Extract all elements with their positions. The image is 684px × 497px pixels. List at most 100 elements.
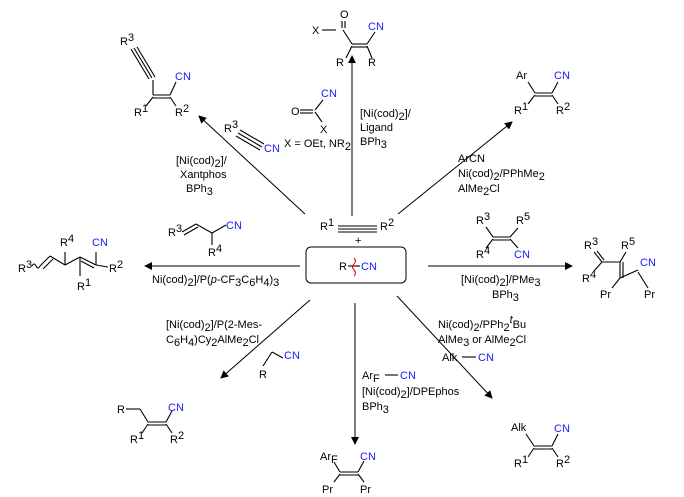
r-product-r5: R5 <box>621 236 635 252</box>
reagent-top: CN O X X = OEt, NR2 <box>284 88 351 153</box>
b-product-pr1: Pr <box>322 484 333 496</box>
r-reagent-r5: R5 <box>516 211 530 227</box>
arrow-bottom-right <box>396 295 493 399</box>
top-product-cn: CN <box>368 21 384 33</box>
cleavage-wavy-line <box>352 257 356 277</box>
top-reagent-cn: CN <box>321 88 337 100</box>
top-catalyst-line2: Ligand <box>360 122 393 134</box>
br-reagent-cn: CN <box>478 352 494 364</box>
r-catalyst-line1: [Ni(cod)2]/PMe3 <box>461 274 541 289</box>
br-reagent-alk: Alk <box>442 352 458 364</box>
tr-product-r1: R1 <box>514 101 528 117</box>
tr-product-cn: CN <box>554 70 570 82</box>
product-bottom-left: R CN R1 R2 <box>117 402 184 446</box>
reagent-top-left: R3 CN <box>224 119 280 155</box>
reagent-left: R3 CN R4 <box>168 220 242 259</box>
tl-product-r3: R3 <box>120 32 134 48</box>
b-product-pr2: Pr <box>360 484 371 496</box>
br-product-r2: R2 <box>556 454 570 470</box>
r-product-r4: R4 <box>582 269 596 285</box>
l-reagent-r3: R3 <box>168 223 182 239</box>
arrow-top-left <box>198 115 306 215</box>
top-product-r2: R <box>368 57 376 69</box>
bl-catalyst-line2: C6H4)Cy2AlMe2Cl <box>166 334 259 349</box>
br-product-r1: R1 <box>514 454 528 470</box>
tl-product-cn: CN <box>175 71 191 83</box>
arrow-bottom-left <box>220 299 311 379</box>
r-product-cn: CN <box>640 257 656 269</box>
b-product-ar: ArF <box>320 451 338 466</box>
b-product-cn: CN <box>360 451 376 463</box>
l-product-r1: R1 <box>77 277 91 293</box>
tl-catalyst-line1: [Ni(cod)2]/ <box>176 155 228 170</box>
nitrile-box <box>305 246 407 284</box>
bl-reagent-r: R <box>259 369 267 381</box>
tl-product-r1: R1 <box>134 103 148 119</box>
arrow-top-right <box>397 121 513 215</box>
tl-reagent-cn: CN <box>264 143 280 155</box>
tl-reagent-r3: R3 <box>224 119 238 135</box>
b-catalyst-line2: BPh3 <box>362 401 389 416</box>
reagent-bottom: ArF CN <box>362 370 416 385</box>
r-catalyst-line2: BPh3 <box>492 289 519 304</box>
l-product-cn: CN <box>92 237 108 249</box>
l-reagent-cn: CN <box>226 220 242 232</box>
l-reagent-r4: R4 <box>208 243 222 259</box>
tr-product-r2: R2 <box>556 101 570 117</box>
r-reagent-r4: R4 <box>476 245 490 261</box>
product-top: X O CN R R <box>312 9 384 69</box>
r-reagent-cn: CN <box>514 249 530 261</box>
bl-product-r2: R2 <box>170 430 184 446</box>
l-catalyst: Ni(cod)2]/P(p-CF3C6H4)3 <box>152 274 279 289</box>
center-plus: + <box>355 235 361 247</box>
top-reagent-condition: X = OEt, NR2 <box>284 138 351 153</box>
reagent-bottom-left: R CN <box>259 350 300 381</box>
product-bottom-right: Alk CN R1 R2 <box>511 422 570 470</box>
center-r1: R1 <box>320 217 334 233</box>
top-product-r1: R <box>336 57 344 69</box>
tl-catalyst-line3: BPh3 <box>186 183 213 198</box>
product-bottom: ArF CN Pr Pr <box>320 451 376 496</box>
bl-catalyst-line1: [Ni(cod)2]/P(2-Mes- <box>166 319 262 334</box>
r-product-pr2: Pr <box>644 289 655 301</box>
reagent-right: R3 R5 R4 CN <box>476 211 530 261</box>
b-catalyst-line1: [Ni(cod)2]/DPEphos <box>362 386 460 401</box>
product-top-right: Ar CN R1 R2 <box>514 70 570 117</box>
top-reagent-o: O <box>291 106 300 118</box>
product-right: R3 R5 R4 CN Pr Pr <box>582 236 656 301</box>
center-r2: R2 <box>380 217 394 233</box>
center-reactants: R1 R2 + R CN <box>305 217 407 284</box>
r-product-r3: R3 <box>584 236 598 252</box>
top-product-o: O <box>340 9 349 21</box>
top-catalyst-line3: BPh3 <box>360 136 387 151</box>
top-product-x: X <box>312 25 320 37</box>
r-reagent-r3: R3 <box>476 211 490 227</box>
reagent-bottom-right: Alk CN <box>442 352 494 364</box>
tl-catalyst-line2: Xantphos <box>180 169 227 181</box>
b-reagent-cn: CN <box>400 370 416 382</box>
tr-catalyst-line2: AlMe2Cl <box>458 183 500 198</box>
b-reagent-ar: ArF <box>362 370 380 385</box>
l-product-r2: R2 <box>109 259 123 275</box>
br-catalyst-line1: Ni(cod)2/PPh2tBu <box>438 314 526 334</box>
tl-product-r2: R2 <box>175 103 189 119</box>
l-product-r4: R4 <box>60 233 74 249</box>
nitrile-cn: CN <box>361 261 377 273</box>
l-product-r3: R3 <box>18 259 32 275</box>
top-reagent-x: X <box>320 124 328 136</box>
top-catalyst-line1: [Ni(cod)2]/ <box>360 108 412 123</box>
tr-catalyst-line1: Ni(cod)2/PPhMe2 <box>458 168 545 183</box>
br-product-cn: CN <box>554 423 570 435</box>
tr-product-ar: Ar <box>516 70 527 82</box>
br-catalyst-line2: AlMe3 or AlMe2Cl <box>438 334 526 349</box>
r-product-pr1: Pr <box>600 289 611 301</box>
nitrile-r: R <box>339 261 347 273</box>
bl-product-r1: R1 <box>130 430 144 446</box>
product-left: R3 R4 CN R2 R1 <box>18 233 123 293</box>
bl-reagent-cn: CN <box>284 350 300 362</box>
tr-reagent: ArCN <box>458 153 485 165</box>
product-top-left: R3 CN R1 R2 <box>120 32 191 119</box>
bl-product-cn: CN <box>168 402 184 414</box>
